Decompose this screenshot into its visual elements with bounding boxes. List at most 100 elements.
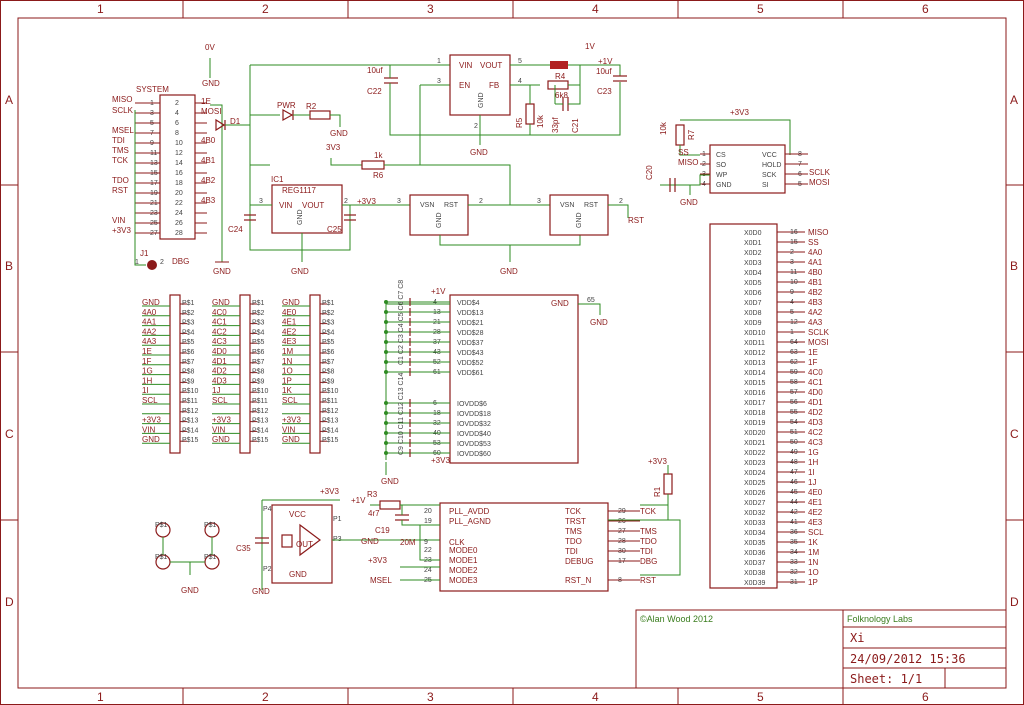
xcore-net-label: 1I — [808, 468, 815, 477]
vsn1-label: VSN — [420, 202, 434, 209]
dcdc-vin: VIN — [459, 61, 473, 70]
header-pin-label: P$12 — [322, 408, 338, 415]
zone-column-label: 4 — [592, 2, 599, 16]
system-left-net: TDO — [112, 176, 129, 185]
gnd-label-r2: GND — [330, 129, 348, 138]
zone-column-label: 6 — [922, 690, 929, 704]
jtag-left-pin-name: MODE0 — [449, 546, 478, 555]
xcore-port-name: X0D19 — [744, 420, 766, 427]
xcore-net-label: 1G — [808, 448, 819, 457]
xcore-pin-num: 36 — [790, 529, 798, 536]
dcdc-pin2: 2 — [474, 123, 478, 130]
jtag-net-label: RST — [640, 576, 656, 585]
junction-dot — [384, 401, 388, 405]
osc-buffer-icon — [299, 523, 321, 557]
vsn1-gnd: GND — [436, 212, 443, 228]
dcdc-pin1: 1 — [437, 58, 441, 65]
jumper-net: DBG — [172, 257, 189, 266]
xcore-port-name: X0D1 — [744, 240, 762, 247]
xcore-port-name: X0D18 — [744, 410, 766, 417]
jtag-left-pin-name: PLL_AVDD — [449, 507, 490, 516]
xcore-net-label: 1N — [808, 558, 818, 567]
header-pin-label: P$7 — [322, 359, 335, 366]
company-name: Folknology Labs — [847, 614, 913, 624]
junction-dot — [384, 370, 388, 374]
header-pin-label: P$13 — [182, 418, 198, 425]
vdd-pin-name: VDD$13 — [457, 310, 484, 317]
xcore-net-label: SS — [808, 238, 819, 247]
system-pin-even: 6 — [175, 120, 179, 127]
vsn2-pin3: 3 — [537, 198, 541, 205]
junction-dot — [384, 421, 388, 425]
ic1-pin-out: 2 — [344, 198, 348, 205]
zone-column-label: 6 — [922, 2, 929, 16]
header-net: +3V3 — [282, 416, 301, 425]
zone-column-label: 1 — [97, 690, 104, 704]
system-left-net: RST — [112, 186, 128, 195]
header-pin-label: P$15 — [252, 437, 268, 444]
system-pin-even: 4 — [175, 110, 179, 117]
system-pin-even: 26 — [175, 220, 183, 227]
xcore-port-name: X0D3 — [744, 260, 762, 267]
xcore-pin-num: 10 — [790, 279, 798, 286]
xcore-net-label: 4A0 — [808, 248, 823, 257]
vsn2-rst: RST — [584, 202, 599, 209]
dcdc-pin3: 3 — [437, 78, 441, 85]
vdd-pin-name: VDD$4 — [457, 300, 480, 307]
jtag-right-pin-name: TCK — [565, 507, 582, 516]
junction-dot — [384, 441, 388, 445]
xcore-port-name: X0D4 — [744, 270, 762, 277]
osc-out: OUT — [296, 540, 313, 549]
xcore-port-name: X0D0 — [744, 230, 762, 237]
r6-label: R6 — [373, 171, 384, 180]
xcore-pin-num: 16 — [790, 229, 798, 236]
system-left-net: TMS — [112, 146, 129, 155]
junction-dot — [384, 330, 388, 334]
xcore-pin-num: 33 — [790, 559, 798, 566]
zero-volt-label: 0V — [205, 43, 215, 52]
header-pin-label: P$1 — [182, 300, 195, 307]
system-pin-even: 12 — [175, 150, 183, 157]
system-left-pins: 13579111315171921232527 — [135, 100, 160, 237]
c19-value: 20M — [400, 538, 416, 547]
xcore-pin-num: 1 — [790, 329, 794, 336]
flash-pin-name: SO — [716, 162, 727, 169]
flash-section: +3V3 10k R7 CS1SO2WP3GND4 VCC8HOLD7SCK6S… — [645, 108, 831, 207]
zone-row-label: B — [1010, 259, 1018, 273]
gnd-label-flash: GND — [680, 198, 698, 207]
header-net: 1I — [142, 386, 149, 395]
xcore-port-name: X0D2 — [744, 250, 762, 257]
flash-miso-net: MISO — [678, 158, 698, 167]
zone-row-label: D — [5, 595, 14, 609]
xcore-port-name: X0D17 — [744, 400, 766, 407]
xcore-net-label: 4D1 — [808, 398, 823, 407]
xcore-port-name: X0D35 — [744, 540, 766, 547]
header-net: 4C0 — [212, 308, 227, 317]
junction-dot — [384, 300, 388, 304]
xcore-port-name: X0D33 — [744, 520, 766, 527]
header-pin-label: P$14 — [252, 427, 268, 434]
system-left-net: TDI — [112, 136, 125, 145]
junction-dot — [384, 320, 388, 324]
header-pin-label: P$15 — [322, 437, 338, 444]
system-right-net: 4B2 — [201, 176, 216, 185]
flash-left-pins: CS1SO2WP3GND4 — [700, 151, 732, 189]
c22-label: C22 — [367, 87, 382, 96]
xcore-net-label: 4C0 — [808, 368, 823, 377]
net-1v-top: 1V — [585, 42, 595, 51]
xcore-port-name: X0D13 — [744, 360, 766, 367]
vsn2-gnd: GND — [576, 212, 583, 228]
supply-net-top: +1V — [431, 287, 446, 296]
flash-right-pins: VCC8HOLD7SCK6SI5 — [762, 151, 808, 189]
osc-vcc: VCC — [289, 510, 306, 519]
osc-net-3v3: +3V3 — [320, 487, 339, 496]
r4-label: R4 — [555, 72, 566, 81]
jtag-right-pin-name: TDI — [565, 547, 578, 556]
r6-value: 1k — [374, 151, 383, 160]
header-pin-label: P$1 — [252, 300, 265, 307]
xcore-net-label: 4E0 — [808, 488, 823, 497]
iovdd-pins: IOVDD$66IOVDD$1818IOVDD$3232IOVDD$4040IO… — [384, 399, 491, 458]
header-net: 4C1 — [212, 318, 227, 327]
jtag-left-pin-name: PLL_AGND — [449, 517, 491, 526]
flash-pin-name: GND — [716, 182, 732, 189]
